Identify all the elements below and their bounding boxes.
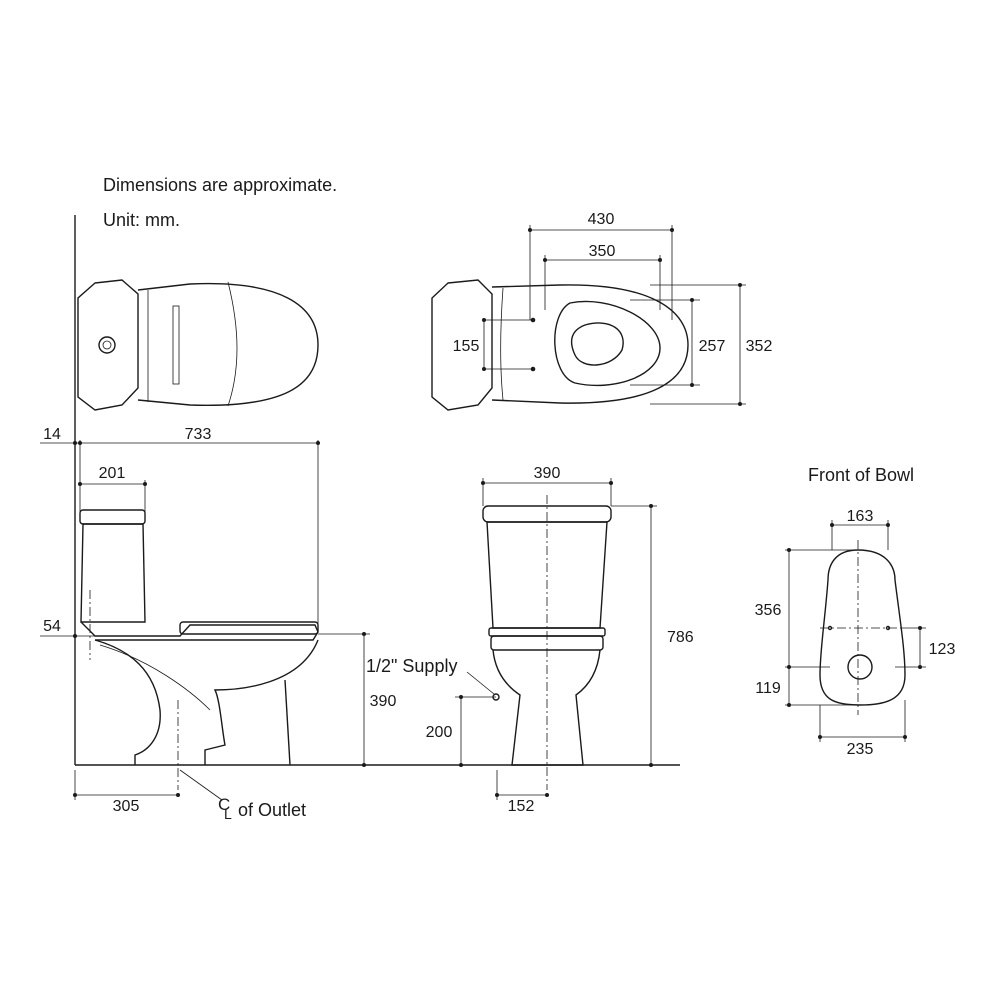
top-view-open [431, 225, 746, 411]
label-front-of-bowl: Front of Bowl [808, 465, 914, 485]
dim-top-depth-outer: 352 [746, 338, 773, 355]
dim-top-bolt-spacing: 155 [453, 338, 480, 355]
dim-bowl-front-width: 235 [847, 741, 874, 758]
dim-bowl-front-right: 123 [929, 641, 956, 658]
label-supply: 1/2" Supply [366, 656, 457, 676]
label-outlet-l: L [224, 806, 232, 822]
dim-bowl-front-bottom-gap: 119 [755, 680, 781, 697]
dim-front-supply-height: 200 [426, 724, 453, 741]
dim-side-floor-gap: 54 [43, 618, 61, 635]
dim-side-gap: 14 [43, 426, 61, 443]
dim-bowl-front-top: 163 [847, 508, 874, 525]
note-approximate: Dimensions are approximate. [103, 175, 338, 195]
label-of-outlet: of Outlet [238, 800, 306, 820]
dim-front-height: 786 [667, 629, 694, 646]
dim-front-tank-width: 390 [534, 465, 561, 482]
dim-side-tank-depth: 201 [99, 465, 126, 482]
dim-side-seat-height: 390 [370, 693, 397, 710]
side-view [40, 440, 370, 801]
front-of-bowl-view [785, 520, 926, 742]
top-view-closed [77, 279, 319, 411]
dim-bowl-front-height: 356 [755, 602, 782, 619]
label-outlet-c: C [218, 795, 230, 814]
dim-top-depth-inner: 257 [699, 338, 726, 355]
dim-front-outlet-width: 152 [508, 798, 535, 815]
dim-side-length: 733 [185, 426, 212, 443]
dim-side-outlet: 305 [113, 798, 140, 815]
dim-top-width-outer: 430 [588, 211, 615, 228]
front-view [455, 478, 657, 800]
dim-top-width-inner: 350 [589, 243, 616, 260]
note-unit: Unit: mm. [103, 210, 181, 230]
